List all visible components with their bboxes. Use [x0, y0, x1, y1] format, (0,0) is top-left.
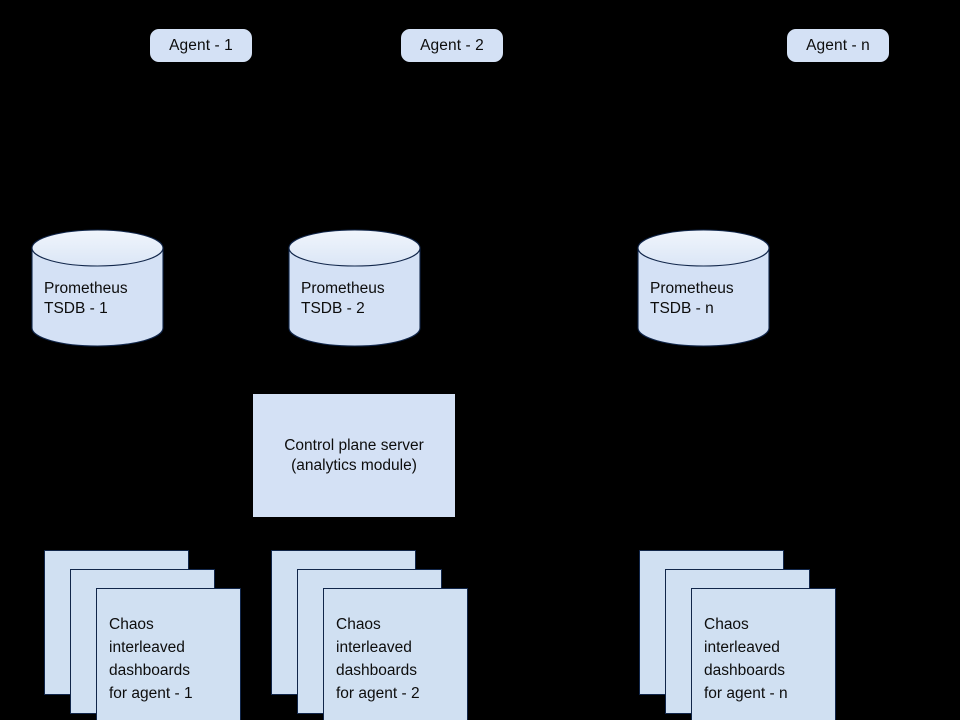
- prometheus-tsdb-2[interactable]: Prometheus TSDB - 2: [288, 229, 421, 347]
- control-plane-server-subtitle: (analytics module): [291, 456, 417, 474]
- agent-box-2[interactable]: Agent - 2: [401, 29, 503, 62]
- control-plane-server-title: Control plane server: [284, 436, 424, 454]
- dashboard-label-1: Chaos interleaved dashboards for agent -…: [109, 616, 193, 702]
- prometheus-tsdb-2-label: Prometheus TSDB - 2: [301, 280, 385, 317]
- connector-agents-to-tsdb: [93, 62, 839, 227]
- agent-box-n[interactable]: Agent - n: [787, 29, 889, 62]
- agent-box-1[interactable]: Agent - 1: [150, 29, 252, 62]
- prometheus-tsdb-n-label: Prometheus TSDB - n: [650, 280, 734, 317]
- dashboard-label-n: Chaos interleaved dashboards for agent -…: [704, 616, 788, 702]
- agent-label-n: Agent - n: [806, 36, 870, 54]
- connector-tsdb-to-server: [96, 347, 704, 392]
- agent-label-1: Agent - 1: [169, 36, 233, 54]
- control-plane-server-box[interactable]: Control plane server (analytics module): [253, 394, 455, 517]
- dashboard-card-front[interactable]: Chaos interleaved dashboards for agent -…: [691, 588, 836, 720]
- dashboard-card-front[interactable]: Chaos interleaved dashboards for agent -…: [323, 588, 468, 720]
- dashboards-agent-1[interactable]: Chaos interleaved dashboards for agent -…: [44, 550, 244, 720]
- dashboards-agent-n[interactable]: Chaos interleaved dashboards for agent -…: [639, 550, 839, 720]
- cylinder-shape-1: [31, 229, 164, 347]
- dashboard-label-2: Chaos interleaved dashboards for agent -…: [336, 616, 420, 702]
- prometheus-tsdb-n[interactable]: Prometheus TSDB - n: [637, 229, 770, 347]
- dashboard-card-front[interactable]: Chaos interleaved dashboards for agent -…: [96, 588, 241, 720]
- cylinder-shape-2: [288, 229, 421, 347]
- prometheus-tsdb-1[interactable]: Prometheus TSDB - 1: [31, 229, 164, 347]
- prometheus-tsdb-1-label: Prometheus TSDB - 1: [44, 280, 128, 317]
- agent-label-2: Agent - 2: [420, 36, 484, 54]
- dashboards-agent-2[interactable]: Chaos interleaved dashboards for agent -…: [271, 550, 471, 720]
- cylinder-shape-n: [637, 229, 770, 347]
